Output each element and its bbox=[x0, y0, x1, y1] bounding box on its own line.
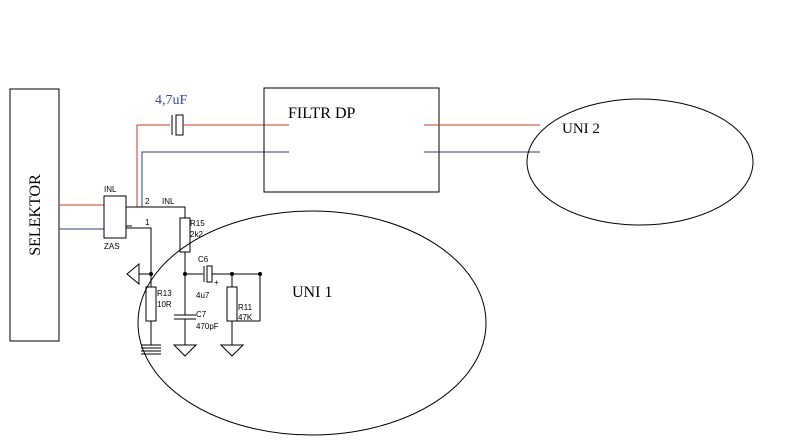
ground-triangle bbox=[172, 344, 198, 357]
selector-label: SELEKTOR bbox=[27, 174, 44, 256]
c6-value: 4u7 bbox=[196, 291, 210, 300]
ground-triangle bbox=[219, 344, 245, 357]
r11-name: R11 bbox=[238, 303, 253, 312]
pin-2-inl: INL bbox=[162, 197, 175, 206]
pin-zas: ZAS bbox=[104, 242, 120, 251]
c6-plate-right bbox=[206, 265, 213, 283]
blue-top-wire bbox=[141, 151, 289, 207]
r13-name: R13 bbox=[157, 289, 172, 298]
r13-resistor bbox=[145, 286, 157, 322]
r15-name: R15 bbox=[190, 219, 205, 228]
red-top-wire bbox=[136, 124, 170, 207]
cap-top-plate-right bbox=[175, 114, 184, 136]
connector-block bbox=[103, 195, 127, 239]
c6-plus: + bbox=[214, 278, 219, 287]
filter-label: FILTR DP bbox=[288, 105, 356, 122]
c6-name: C6 bbox=[198, 255, 209, 264]
filter-box bbox=[263, 87, 440, 193]
c7-name: C7 bbox=[196, 310, 207, 319]
capacitor-top-label: 4,7uF bbox=[155, 93, 188, 108]
junction-dot bbox=[149, 272, 153, 276]
pin-1: 1 bbox=[145, 218, 150, 227]
r13-value: 10R bbox=[157, 300, 172, 309]
uni1-label: UNI 1 bbox=[292, 284, 332, 301]
pin1-wire bbox=[126, 227, 152, 287]
pin-inl-top: INL bbox=[104, 185, 117, 194]
c7-value: 470pF bbox=[196, 322, 219, 331]
selector-box bbox=[9, 88, 60, 342]
uni1-ellipse bbox=[137, 210, 487, 436]
r11-value: 47K bbox=[238, 313, 253, 322]
pin2-wire bbox=[126, 206, 186, 218]
uni2-ellipse bbox=[526, 98, 754, 226]
r11-resistor bbox=[226, 286, 238, 322]
uni2-label: UNI 2 bbox=[562, 121, 600, 137]
signal-arrow bbox=[126, 262, 140, 286]
r15-value: 2k2 bbox=[190, 230, 203, 239]
pin-2: 2 bbox=[145, 197, 150, 206]
